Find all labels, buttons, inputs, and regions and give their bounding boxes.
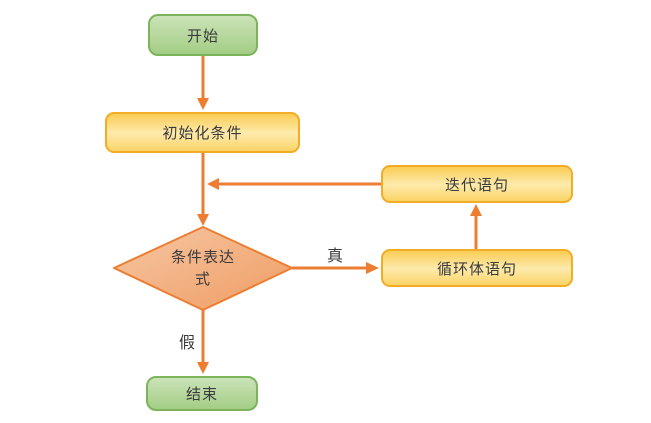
node-init-condition-label: 初始化条件 (162, 125, 243, 142)
node-loop-body-statement-label: 循环体语句 (436, 260, 517, 278)
node-start-label: 开始 (186, 27, 219, 45)
node-end-label: 结束 (185, 386, 218, 403)
node-start: 开始 (148, 14, 258, 56)
node-iteration-statement: 迭代语句 (381, 165, 573, 203)
arrow-start-to-init (197, 56, 209, 110)
edge-label-true: 真 (327, 248, 344, 265)
arrow-condition-to-end (197, 310, 209, 374)
node-init-condition: 初始化条件 (105, 112, 300, 153)
edge-label-false: 假 (179, 335, 196, 352)
arrow-loopbody-to-iterate (470, 204, 482, 249)
node-loop-body-statement: 循环体语句 (381, 249, 573, 287)
node-iteration-statement-label: 迭代语句 (444, 176, 509, 194)
arrow-init-to-condition (197, 153, 209, 226)
node-end: 结束 (146, 376, 258, 411)
arrow-condition-to-loopbody (292, 262, 379, 274)
arrow-iterate-to-spine (207, 178, 381, 190)
node-condition-expression-label: 条件表达式 (170, 249, 235, 288)
